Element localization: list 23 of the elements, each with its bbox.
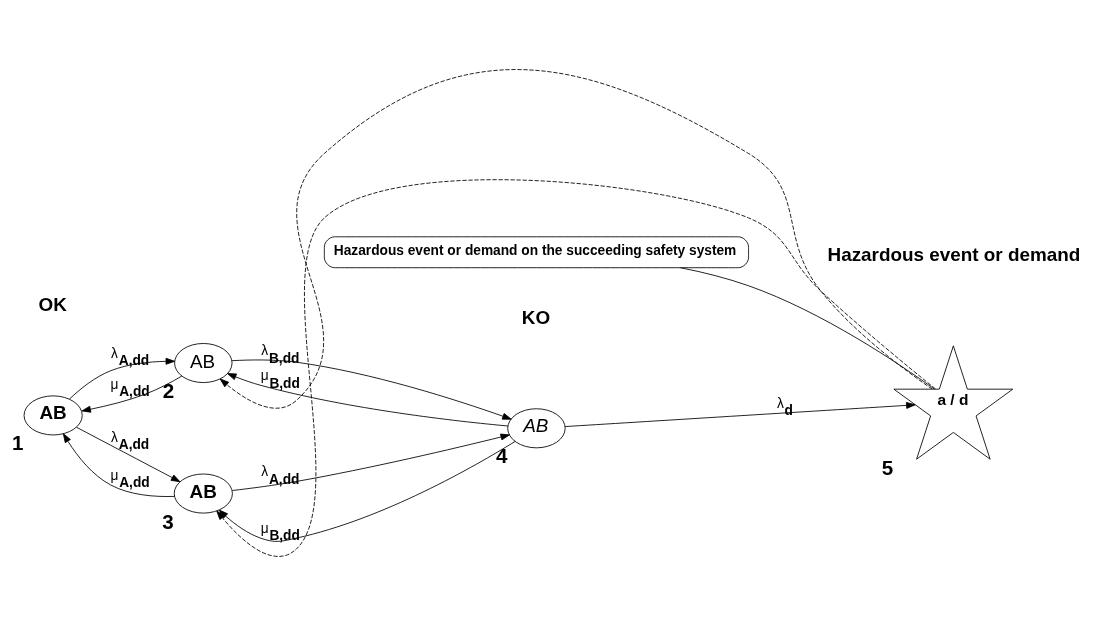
label: Hazardous event or demand xyxy=(827,244,1081,266)
node-label: 3 xyxy=(162,509,174,533)
arrow xyxy=(62,433,175,497)
node-ellipse: AB xyxy=(23,395,83,436)
node-ellipse: AB xyxy=(507,408,566,449)
node-label: 2 xyxy=(162,379,175,403)
node-box: Hazardous event or demand on the succeeding safety system xyxy=(323,236,749,269)
node-ellipse: AB xyxy=(174,343,233,383)
label: KO xyxy=(521,307,551,329)
arrow xyxy=(219,69,933,409)
arrow xyxy=(564,401,916,427)
node-ellipse: AB xyxy=(173,473,233,514)
node-label: 1 xyxy=(11,431,24,455)
arrow xyxy=(69,357,175,400)
arrow xyxy=(76,426,181,483)
arrow xyxy=(227,373,509,427)
label: OK xyxy=(38,294,67,316)
arrow xyxy=(232,433,510,491)
arrow xyxy=(81,375,183,413)
node-label: 4 xyxy=(495,444,508,468)
connector xyxy=(680,267,935,390)
arrow xyxy=(231,359,512,420)
node-label: 5 xyxy=(881,455,894,479)
